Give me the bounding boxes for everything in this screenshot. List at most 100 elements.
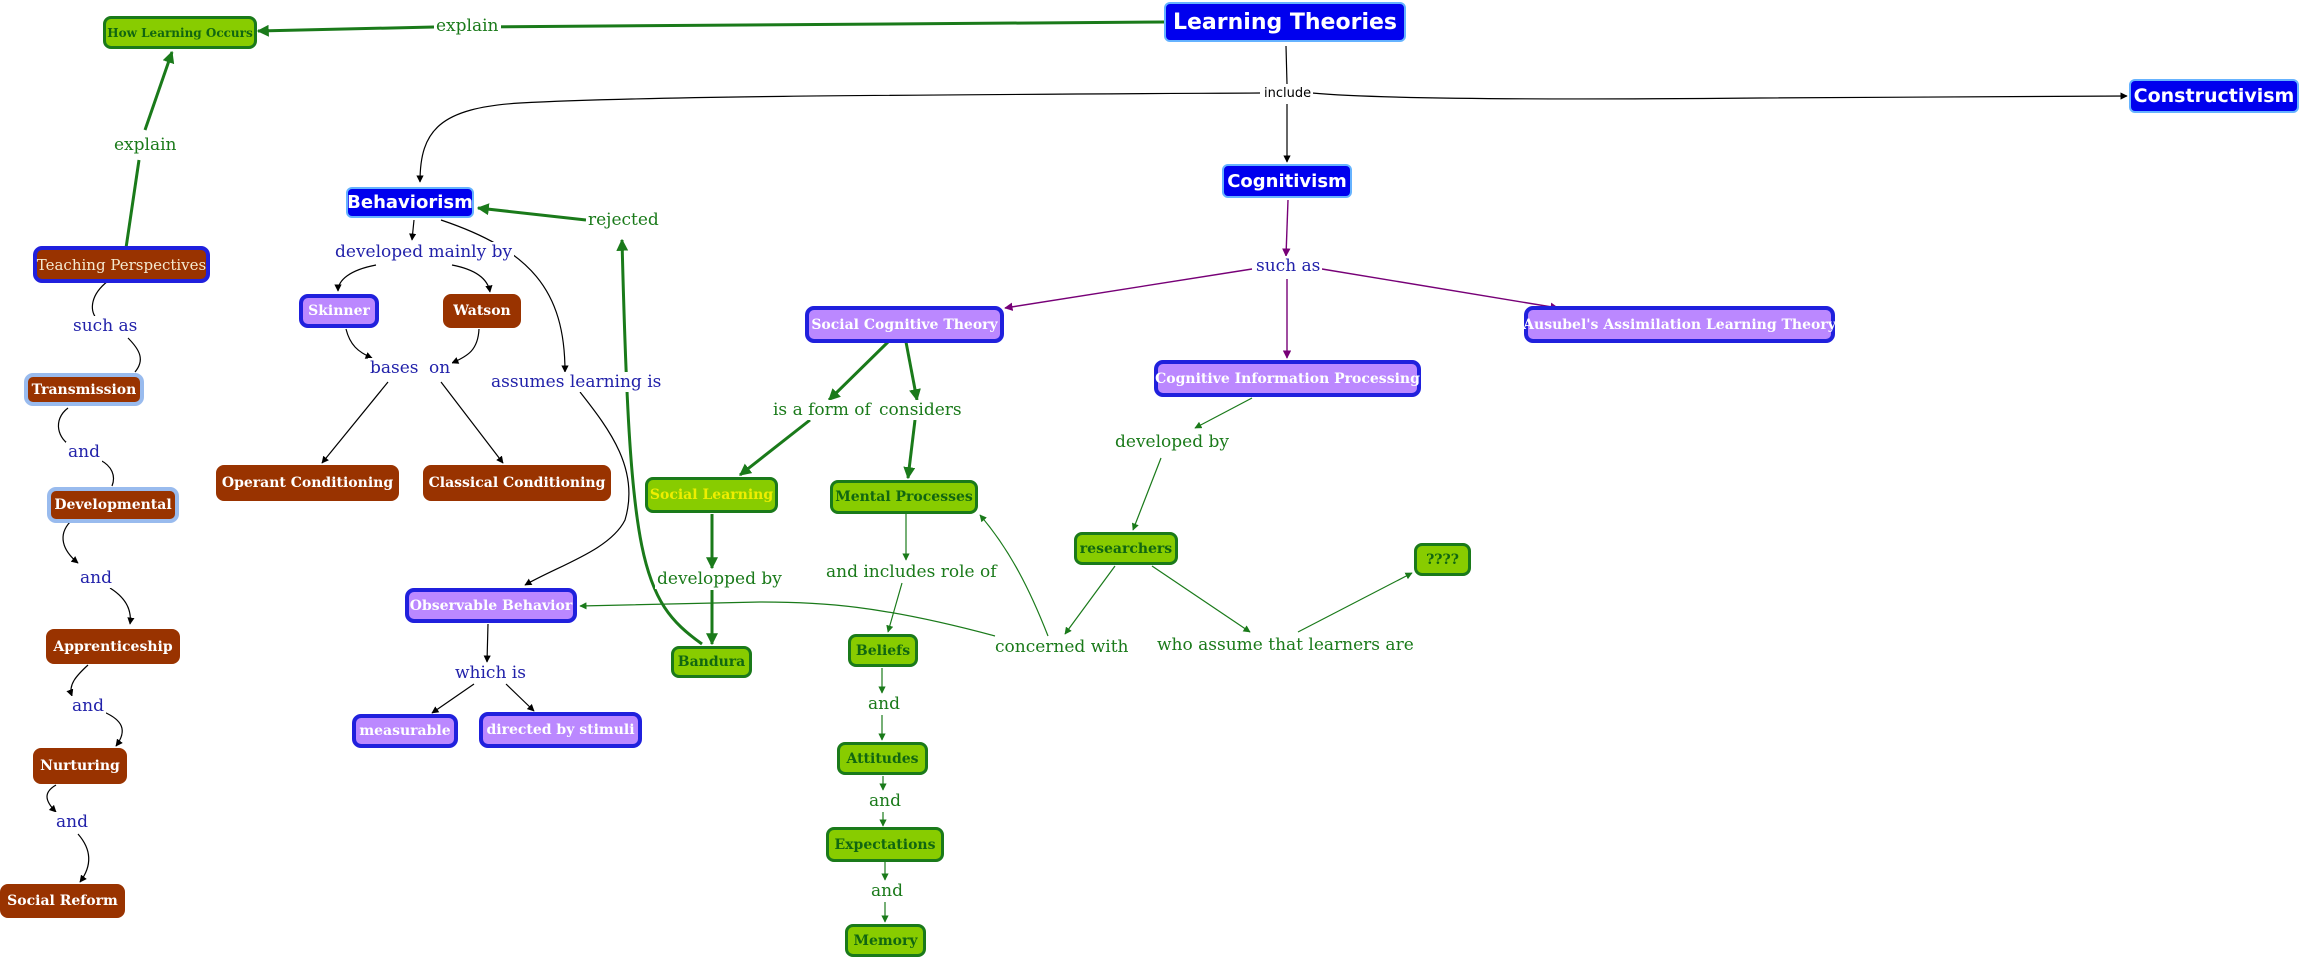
edge-devby-skinner	[334, 264, 377, 292]
edge-suchas-ausubel	[1321, 268, 1559, 311]
link-label-and-2: and	[78, 568, 114, 588]
edge-and1-developmental	[99, 459, 115, 487]
link-label-include: include	[1262, 84, 1314, 104]
node-apprenticeship[interactable]: Apprenticeship	[46, 629, 180, 664]
edge-rejected-behaviorism	[476, 203, 587, 222]
edge-tp-explain	[124, 159, 141, 249]
link-label-explain-left: explain	[112, 135, 179, 155]
link-label-is-a-form-of: is a form of	[771, 400, 873, 420]
link-label-considers: considers	[877, 400, 964, 420]
edge-skinner-bases	[345, 328, 373, 359]
edge-watson-on	[451, 328, 480, 364]
edge-concerned-mp	[979, 514, 1049, 637]
node-cognitive-information-processing[interactable]: Cognitive Information Processing	[1154, 360, 1421, 397]
node-developmental[interactable]: Developmental	[47, 487, 179, 523]
edge-beh-assumes	[440, 219, 569, 373]
node-nurturing[interactable]: Nurturing	[33, 748, 127, 784]
node-learning-theories[interactable]: Learning Theories	[1164, 2, 1406, 42]
edge-include-behaviorism	[416, 92, 1261, 183]
edge-suchas-transmission	[127, 337, 141, 373]
edge-lt-explain	[467, 20, 1165, 29]
edge-whichis-directed	[505, 683, 535, 712]
node-mental-processes[interactable]: Mental Processes	[830, 480, 978, 514]
edge-observable-whichis	[483, 623, 491, 663]
node-social-learning[interactable]: Social Learning	[645, 477, 778, 513]
edge-nurturing-and4	[46, 784, 57, 813]
link-label-who-assume: who assume that learners are	[1155, 635, 1416, 655]
link-label-developped-by: developped by	[655, 569, 784, 589]
edge-assumes-observable	[524, 391, 630, 586]
node-operant-conditioning[interactable]: Operant Conditioning	[216, 465, 399, 501]
link-label-which-is: which is	[453, 663, 528, 683]
edge-devby-watson	[451, 264, 493, 293]
edge-researchers-whoassume	[1151, 565, 1251, 633]
node-constructivism[interactable]: Constructivism	[2129, 79, 2299, 113]
link-label-concerned-with: concerned with	[993, 637, 1131, 657]
link-label-developed-by: developed by	[1113, 432, 1231, 452]
edge-researchers-concerned	[1064, 565, 1116, 635]
edge-transmission-and1	[57, 407, 73, 447]
link-label-bases: bases	[368, 358, 421, 378]
node-watson[interactable]: Watson	[443, 294, 521, 328]
edge-on-classical	[440, 381, 504, 464]
edge-includes-beliefs	[886, 582, 903, 633]
node-memory[interactable]: Memory	[845, 924, 926, 957]
node-how-learning-occurs[interactable]: How Learning Occurs	[103, 16, 257, 49]
link-label-such-as-left: such as	[71, 316, 140, 336]
edge-cip-devby	[1194, 397, 1253, 429]
edge-sct-isaformof	[827, 340, 890, 402]
edge-whoassume-unknown	[1297, 572, 1413, 633]
link-label-and-1: and	[66, 442, 102, 462]
node-social-cognitive-theory[interactable]: Social Cognitive Theory	[805, 306, 1004, 343]
edge-devby-researchers	[1131, 457, 1162, 531]
edge-cog-suchas	[1282, 199, 1291, 257]
edge-developmental-and2	[62, 521, 79, 564]
node-observable-behavior[interactable]: Observable Behavior	[405, 588, 577, 623]
edge-tp-suchas	[91, 280, 109, 319]
node-bandura[interactable]: Bandura	[671, 646, 752, 678]
node-cognitivism[interactable]: Cognitivism	[1222, 164, 1352, 198]
node-ausubel[interactable]: Ausubel's Assimilation Learning Theory	[1523, 306, 1836, 343]
edge-bases-operant	[321, 381, 389, 464]
edge-include-constructivism	[1311, 92, 2128, 100]
link-label-and-includes-role-of: and includes role of	[824, 562, 999, 582]
node-directed-by-stimuli[interactable]: directed by stimuli	[479, 712, 642, 748]
edge-suchas-sct	[1004, 268, 1253, 311]
node-skinner[interactable]: Skinner	[299, 294, 379, 328]
edge-apprenticeship-and3	[66, 664, 89, 697]
edge-bandura-rejected	[616, 238, 703, 646]
node-behaviorism[interactable]: Behaviorism	[346, 187, 474, 218]
edge-beh-devby	[409, 219, 417, 241]
link-label-and-7: and	[869, 881, 905, 901]
node-unknown[interactable]: ????	[1414, 543, 1471, 576]
node-attitudes[interactable]: Attitudes	[837, 742, 928, 775]
node-beliefs[interactable]: Beliefs	[848, 634, 918, 667]
edge-and2-apprenticeship	[109, 587, 135, 625]
link-label-explain-top: explain	[434, 16, 501, 36]
edge-isaformof-sl	[739, 418, 811, 477]
link-label-and-4: and	[54, 812, 90, 832]
node-researchers[interactable]: researchers	[1074, 532, 1178, 565]
link-label-and-5: and	[866, 694, 902, 714]
node-transmission[interactable]: Transmission	[24, 373, 144, 406]
edge-explain-hlo2	[143, 50, 175, 131]
edge-whichis-measurable	[431, 683, 475, 714]
node-expectations[interactable]: Expectations	[826, 827, 944, 862]
node-classical-conditioning[interactable]: Classical Conditioning	[423, 465, 611, 501]
node-measurable[interactable]: measurable	[352, 714, 458, 748]
link-label-and-6: and	[867, 791, 903, 811]
node-teaching-perspectives[interactable]: Teaching Perspectives	[33, 246, 210, 283]
node-social-reform[interactable]: Social Reform	[0, 884, 125, 918]
edge-sct-considers	[904, 341, 921, 402]
link-label-and-3: and	[70, 696, 106, 716]
link-label-such-as-cog: such as	[1254, 256, 1323, 276]
edge-concerned-observable	[579, 601, 996, 637]
edge-lt-include	[1285, 45, 1288, 85]
edge-considers-mp	[903, 419, 917, 480]
link-label-on: on	[427, 358, 453, 378]
link-label-developed-mainly-by: developed mainly by	[333, 242, 515, 262]
link-label-rejected: rejected	[586, 210, 661, 230]
edge-explain-hlo	[256, 24, 435, 37]
edge-and3-nurturing	[103, 711, 123, 747]
